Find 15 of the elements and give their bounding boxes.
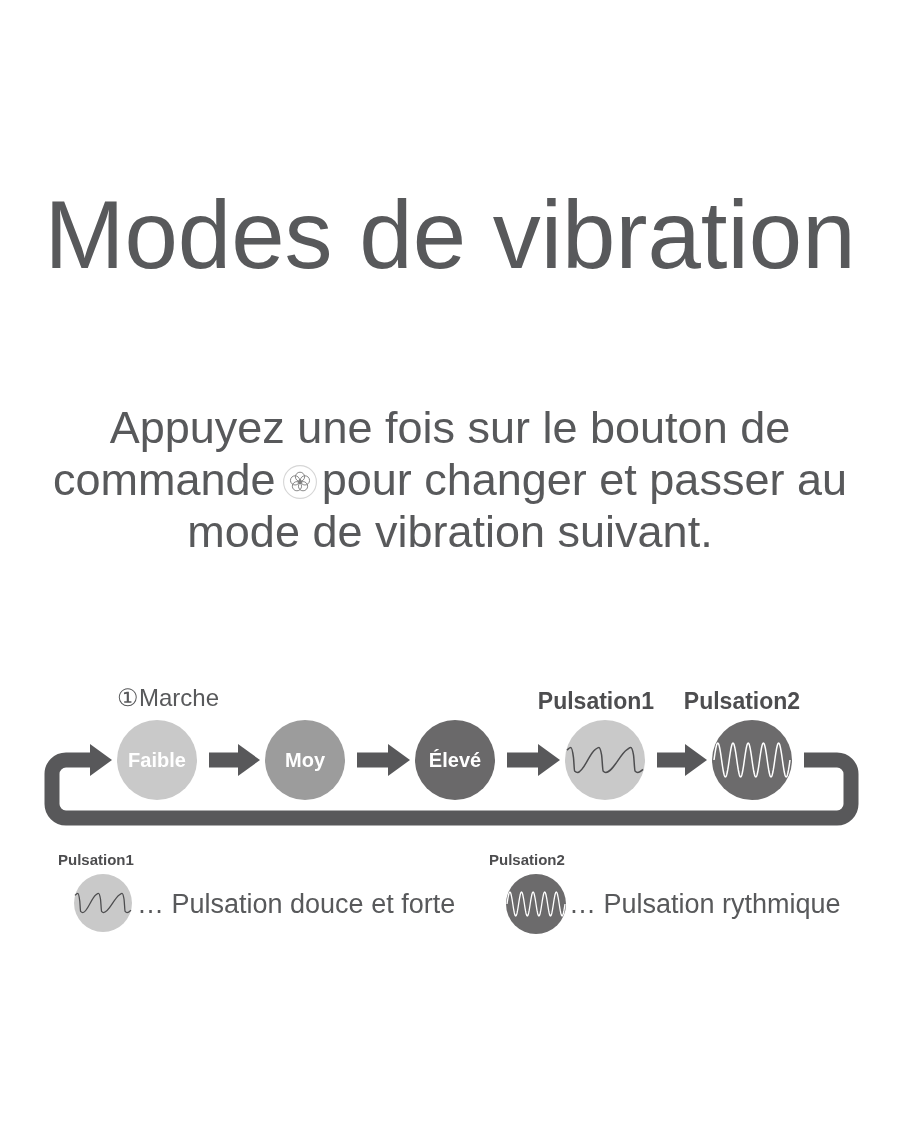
start-label: ①Marche (117, 684, 220, 712)
instruction-text: Appuyez une fois sur le bouton de commande pour changer et passer au mode de vibration suivant. (52, 402, 848, 558)
mode-label: Élevé (428, 748, 482, 772)
legend-heading: Pulsation1 (58, 851, 134, 869)
mode-label: Moy (285, 748, 325, 772)
title: Modes de vibration (44, 180, 856, 290)
mode-heading: Pulsation1 (537, 688, 655, 714)
mode-heading: Pulsation2 (683, 688, 801, 714)
legend-text: … Pulsation douce et forte (137, 888, 456, 920)
arrow (357, 744, 410, 776)
arrow (507, 744, 560, 776)
arrow (209, 744, 260, 776)
arrow (657, 744, 707, 776)
legend-heading: Pulsation2 (489, 851, 565, 869)
legend-text: … Pulsation rythmique (569, 888, 841, 920)
